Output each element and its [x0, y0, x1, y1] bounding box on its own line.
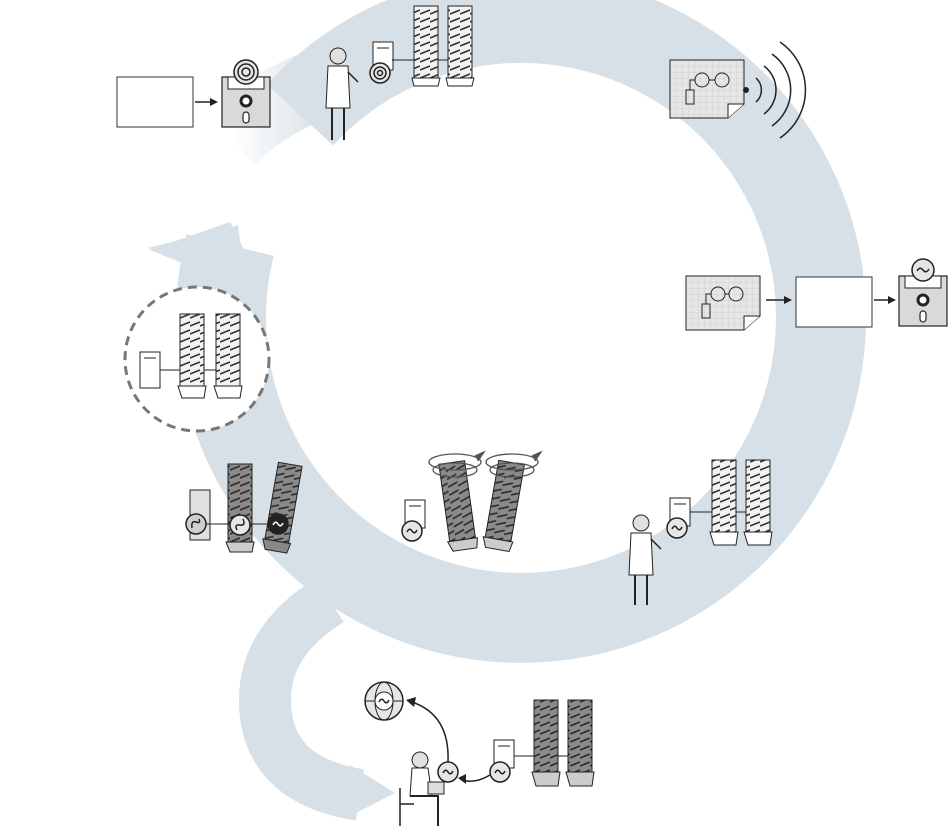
- tilted-coils-group: [185, 461, 303, 554]
- rotating-coils-group: [401, 450, 543, 553]
- cycle-arrow: [148, 0, 867, 821]
- input-box-right-group: [795, 276, 873, 328]
- floppy-disk-icon: [898, 275, 948, 327]
- coil-tower-icon: [531, 699, 561, 787]
- floppy-disk-icon: [221, 76, 271, 128]
- seated-person-icon: [399, 751, 445, 826]
- wave-dial-icon: [437, 761, 459, 783]
- wave-dial-icon: [666, 517, 688, 539]
- coil-tower-icon: [445, 5, 475, 87]
- wave-dial-icon: [911, 258, 935, 282]
- computer-tower-icon: [139, 351, 161, 389]
- coil-tower-icon: [213, 313, 243, 399]
- target-dial-icon: [369, 62, 391, 84]
- wave-dial-icon: [489, 761, 511, 783]
- circuit-board-icon: [685, 275, 761, 331]
- coil-tower-icon: [743, 459, 773, 546]
- scientist-icon: [325, 47, 359, 140]
- input-box-top-left-group: [116, 76, 218, 128]
- wave-dial-icon: [185, 513, 207, 535]
- coil-tower-icon: [411, 5, 441, 87]
- circuit-board-icon: [669, 59, 745, 119]
- wave-dial-icon: [229, 514, 251, 536]
- target-dial-icon: [233, 59, 259, 85]
- coil-tower-icon: [709, 459, 739, 546]
- coil-tower-icon: [225, 463, 255, 553]
- coil-tower-icon: [438, 460, 478, 552]
- radio-waves-icon: [743, 41, 807, 139]
- wave-dial-icon: [401, 520, 423, 542]
- rotation-arrow-icon: [428, 450, 543, 478]
- wave-dial-icon: [267, 513, 289, 535]
- coil-tower-icon: [177, 313, 207, 399]
- globe-icon: [364, 681, 404, 721]
- coil-tower-icon: [482, 459, 525, 553]
- scientist-icon: [628, 514, 662, 605]
- coil-tower-icon: [565, 699, 595, 787]
